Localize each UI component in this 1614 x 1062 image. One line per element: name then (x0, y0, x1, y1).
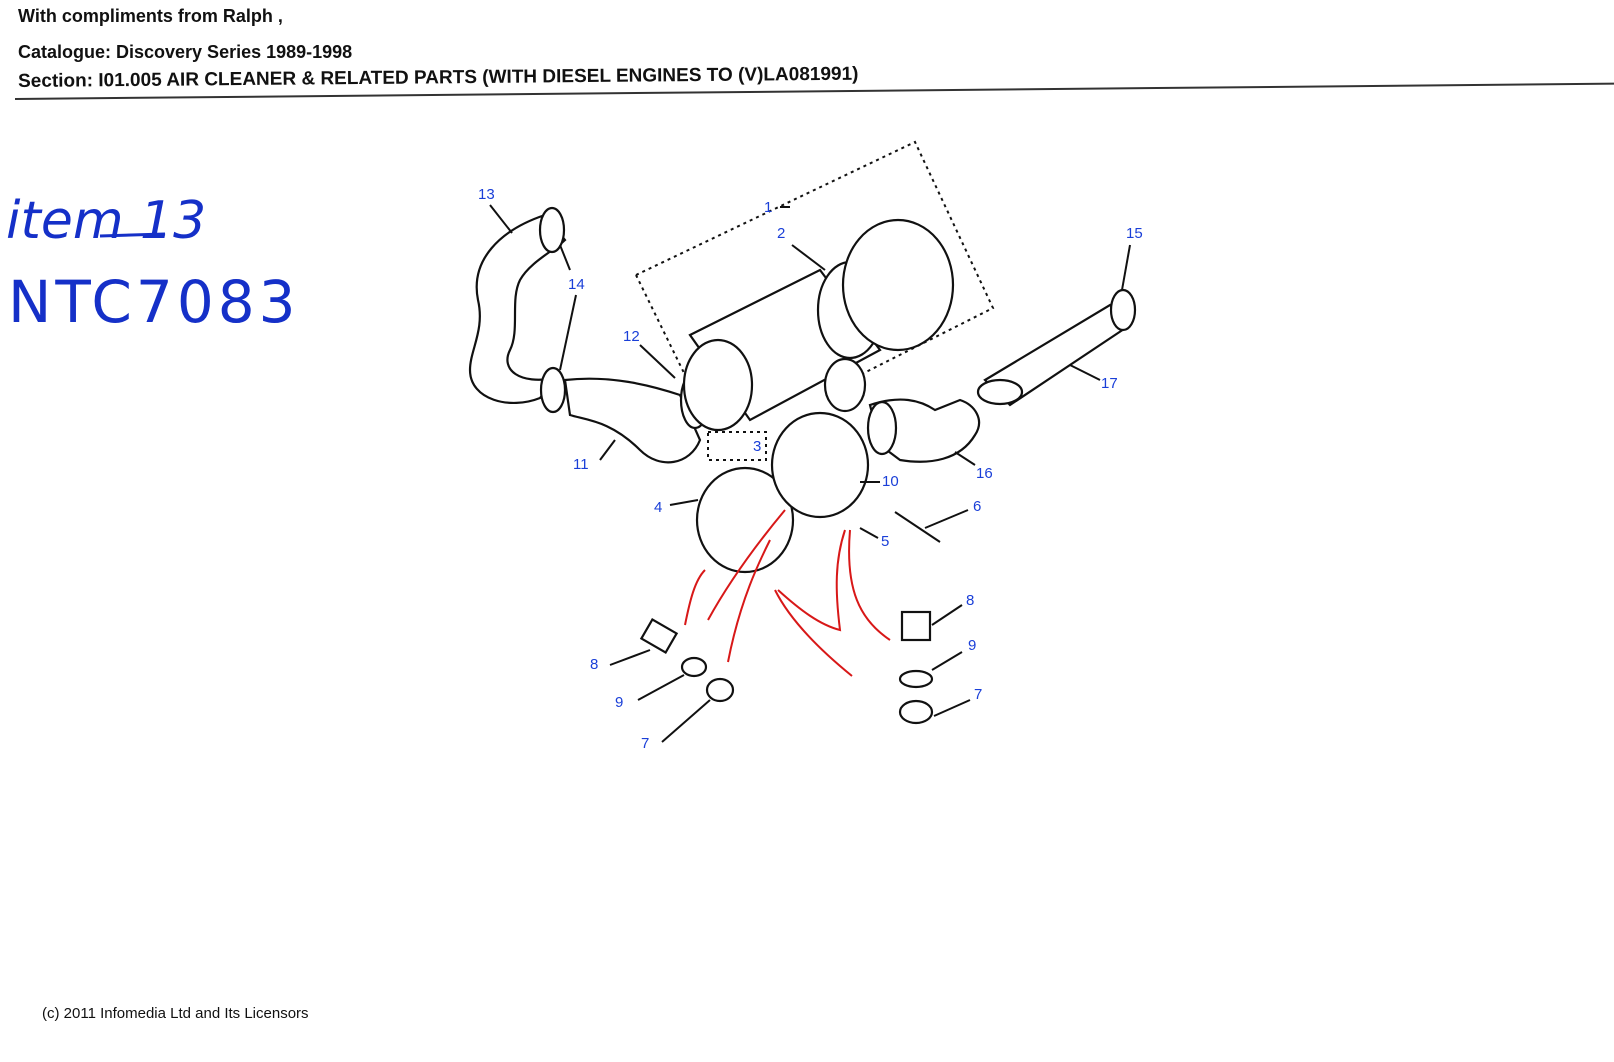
elbow-16-end (866, 400, 898, 456)
callout-4: 4 (654, 499, 662, 516)
callout-8-left: 8 (590, 656, 598, 673)
callout-3: 3 (753, 438, 761, 455)
compliments-line: With compliments from Ralph , (18, 6, 283, 26)
kit-boundary (635, 140, 995, 376)
pipe-17-end (976, 378, 1024, 406)
hose-11 (563, 377, 702, 464)
clip-14-lower (539, 366, 567, 414)
callout-5: 5 (881, 533, 889, 550)
flange-15 (1109, 288, 1137, 332)
callout-8-right: 8 (966, 592, 974, 609)
fasteners-left (639, 617, 735, 703)
leader-lines (489, 204, 1131, 743)
handwritten-note: item 13 NTC7083 (6, 191, 300, 336)
outlet (823, 357, 867, 413)
callout-16: 16 (976, 465, 993, 482)
catalogue-title: Catalogue: Discovery Series 1989-1998 (18, 42, 353, 62)
air-cleaner-end (682, 338, 754, 432)
callout-6: 6 (973, 498, 981, 515)
callout-9-right: 9 (968, 637, 976, 654)
clamp-4 (695, 466, 795, 574)
callout-7-left: 7 (641, 735, 649, 752)
fasteners-right (898, 610, 934, 725)
callout-9-left: 9 (615, 694, 623, 711)
callouts: 1 2 3 4 5 6 7 7 8 8 9 9 10 11 12 13 14 1… (478, 186, 1143, 752)
screw-6 (894, 511, 941, 543)
callout-1: 1 (764, 199, 772, 216)
air-cleaner-cover (841, 218, 955, 352)
elbow-16 (868, 398, 981, 463)
hose-13 (468, 213, 567, 405)
callout-17: 17 (1101, 375, 1118, 392)
callout-14: 14 (568, 276, 585, 293)
callout-15: 15 (1126, 225, 1143, 242)
item3-boundary (707, 431, 767, 461)
callout-11: 11 (573, 456, 589, 473)
callout-7-right: 7 (974, 686, 982, 703)
callout-2: 2 (777, 225, 785, 242)
kit-boundary-edge (635, 274, 686, 376)
callout-12: 12 (623, 328, 640, 345)
callout-10: 10 (882, 473, 899, 490)
clamp-10 (770, 411, 870, 519)
callout-13: 13 (478, 186, 495, 203)
clip-14-upper (538, 206, 566, 254)
handwritten-underline (99, 232, 166, 238)
red-annotations (684, 509, 891, 677)
copyright-footer: (c) 2011 Infomedia Ltd and Its Licensors (42, 1005, 309, 1022)
handwritten-part-number: NTC7083 (8, 268, 300, 336)
handwritten-item: item 13 (6, 191, 206, 251)
